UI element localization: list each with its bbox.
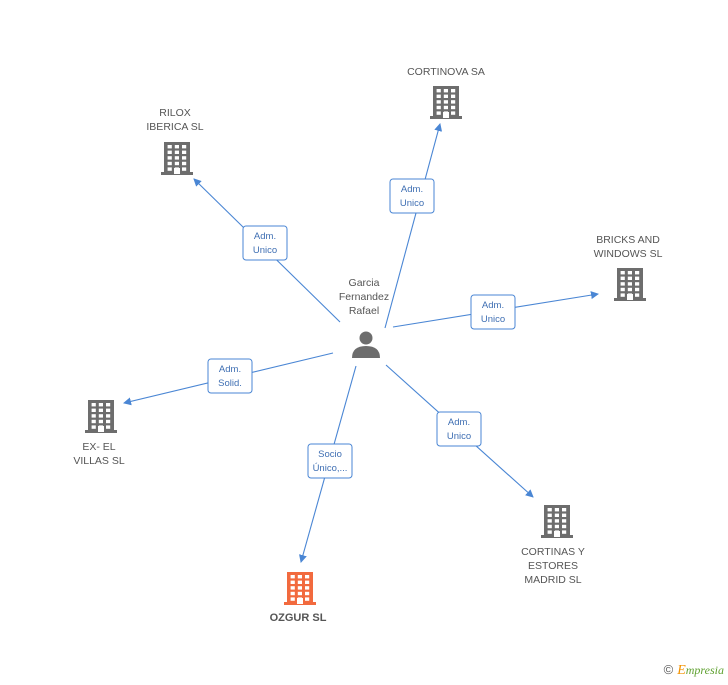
person-icon bbox=[352, 331, 380, 358]
company-label: ESTORES bbox=[528, 560, 578, 572]
brand-initial: E bbox=[677, 663, 686, 678]
edge-line-cortinova bbox=[384, 123, 443, 329]
brand-watermark: ©Empresia bbox=[664, 662, 724, 679]
edge-label-box bbox=[470, 294, 516, 330]
edge-label-box bbox=[207, 358, 253, 394]
company-label: BRICKS AND bbox=[596, 234, 660, 246]
person-name-line: Garcia bbox=[349, 277, 380, 289]
edge-label-line: Solid. bbox=[218, 378, 242, 389]
edge-label-line: Adm. bbox=[254, 231, 276, 242]
edge-label-line: Único,... bbox=[313, 463, 348, 474]
company-label: RILOX bbox=[159, 107, 191, 119]
edge-label-line: Adm. bbox=[219, 364, 241, 375]
edge-cortinas: Adm. Unico bbox=[385, 364, 534, 498]
company-label: EX- EL bbox=[82, 441, 115, 453]
edge-label-box bbox=[307, 443, 353, 479]
building-icon bbox=[430, 86, 462, 119]
edge-exel: Adm. Solid. bbox=[123, 352, 334, 406]
building-icon bbox=[284, 572, 316, 605]
edge-cortinova: Adm. Unico bbox=[384, 123, 443, 329]
building-icon bbox=[85, 400, 117, 433]
copyright-symbol: © bbox=[663, 662, 674, 677]
company-label: WINDOWS SL bbox=[594, 248, 663, 260]
company-node-ozgur[interactable]: OZGUR SL bbox=[270, 572, 327, 624]
edge-label-line: Adm. bbox=[448, 417, 470, 428]
company-label: IBERICA SL bbox=[146, 121, 203, 133]
company-node-rilox[interactable]: RILOX IBERICA SL bbox=[146, 107, 204, 175]
company-node-exel[interactable]: EX- EL VILLAS SL bbox=[73, 400, 125, 467]
person-name-line: Fernandez bbox=[339, 291, 389, 303]
company-label: OZGUR SL bbox=[270, 612, 327, 624]
edge-bricks: Adm. Unico bbox=[392, 291, 599, 330]
company-node-cortinas[interactable]: CORTINAS Y ESTORES MADRID SL bbox=[521, 505, 585, 586]
edge-label-rilox[interactable]: Adm. Unico bbox=[242, 225, 288, 261]
company-label: VILLAS SL bbox=[73, 455, 125, 467]
company-label: CORTINOVA SA bbox=[407, 66, 485, 78]
company-node-bricks[interactable]: BRICKS AND WINDOWS SL bbox=[594, 234, 663, 301]
edge-label-line: Unico bbox=[447, 431, 471, 442]
edge-label-line: Adm. bbox=[482, 300, 504, 311]
edge-label-box bbox=[242, 225, 288, 261]
edge-rilox: Adm. Unico bbox=[193, 178, 341, 323]
edge-label-cortinova[interactable]: Adm. Unico bbox=[389, 178, 435, 214]
edge-label-line: Unico bbox=[400, 198, 424, 209]
edge-label-line: Unico bbox=[481, 314, 505, 325]
edge-label-line: Unico bbox=[253, 245, 277, 256]
edge-label-box bbox=[436, 411, 482, 447]
edge-label-line: Socio bbox=[318, 449, 342, 460]
edge-label-box bbox=[389, 178, 435, 214]
building-icon bbox=[614, 268, 646, 301]
edge-ozgur: SocioÚnico,... bbox=[299, 365, 357, 563]
building-icon bbox=[541, 505, 573, 538]
edge-label-line: Adm. bbox=[401, 184, 423, 195]
edges-layer: Adm.UnicoAdm.UnicoAdm.UnicoAdm.Solid.Adm… bbox=[123, 123, 599, 563]
edge-label-exel[interactable]: Adm. Solid. bbox=[207, 358, 253, 394]
building-icon bbox=[161, 142, 193, 175]
edge-label-ozgur[interactable]: SocioÚnico,... bbox=[307, 443, 353, 479]
edge-label-cortinas[interactable]: Adm. Unico bbox=[436, 411, 482, 447]
edge-label-bricks[interactable]: Adm. Unico bbox=[470, 294, 516, 330]
nodes-layer: CORTINOVA SA RILOX IBERICA SL BRICKS AND WIN… bbox=[73, 66, 662, 624]
company-label: MADRID SL bbox=[524, 574, 581, 586]
person-name-line: Rafael bbox=[349, 305, 379, 317]
company-node-cortinova[interactable]: CORTINOVA SA bbox=[407, 66, 485, 119]
company-label: CORTINAS Y bbox=[521, 546, 585, 558]
brand-name: mpresia bbox=[685, 663, 724, 677]
